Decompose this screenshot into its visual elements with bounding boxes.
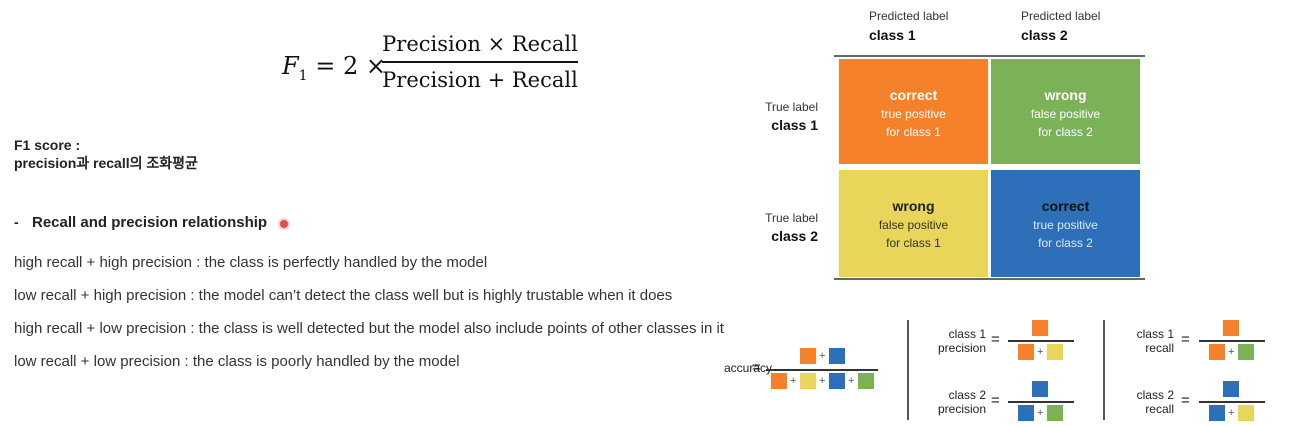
formula-f: F (282, 52, 299, 80)
cell-title: wrong (892, 198, 935, 214)
formula-numerator: Precision × Recall (382, 32, 578, 56)
equals-sign: = (1181, 331, 1190, 348)
yellow-square-icon (800, 373, 816, 389)
label-line: class 1 (948, 327, 986, 341)
blue-square-icon (829, 373, 845, 389)
equals-sign: = (991, 392, 1000, 409)
green-square-icon (858, 373, 874, 389)
formula-sub: 1 (298, 67, 308, 84)
green-square-icon (1238, 344, 1254, 360)
accuracy-label: accuracy (723, 361, 772, 375)
relationship-heading: Recall and precision relationship (32, 214, 268, 231)
relationship-line: high recall + low precision : the class … (14, 320, 724, 337)
f1-score-title: F1 score : (14, 137, 81, 153)
blue-square-icon (1223, 381, 1239, 397)
equals-sign: = (1181, 392, 1190, 409)
plus-sign: + (1228, 407, 1235, 419)
fraction-bar (1199, 401, 1265, 403)
cell-line: for class 2 (1038, 236, 1093, 250)
matrix-bottom-rule (834, 278, 1145, 280)
equals-sign: = (752, 359, 761, 376)
formula-eq: = 2 × (315, 52, 386, 80)
blue-square-icon (1209, 405, 1225, 421)
plus-sign: + (790, 375, 797, 387)
matrix-top-rule (834, 55, 1145, 57)
true-class-1: class 1 (771, 117, 818, 133)
cursor-pointer-icon (280, 220, 288, 228)
cell-true-positive-class-2: correct true positive for class 2 (991, 170, 1140, 277)
formula-denominator: Precision + Recall (382, 67, 578, 92)
formula-fraction: Precision × Recall Precision + Recall (382, 30, 578, 94)
plus-sign: + (819, 350, 826, 362)
cell-line: true positive (881, 107, 946, 121)
fraction-bar (1008, 340, 1074, 342)
plus-sign: + (848, 375, 855, 387)
fraction-bar (766, 369, 878, 371)
label-line: class 2 (948, 388, 986, 402)
cell-false-positive-class-1: wrong false positive for class 1 (839, 170, 988, 277)
predicted-class-2: class 2 (1021, 27, 1068, 43)
bullet-dash: - (14, 214, 19, 230)
separator (1103, 320, 1105, 420)
separator (907, 320, 909, 420)
relationship-line: high recall + high precision : the class… (14, 254, 488, 271)
blue-square-icon (1032, 381, 1048, 397)
orange-square-icon (1223, 320, 1239, 336)
formula-fraction-bar (382, 61, 578, 63)
orange-square-icon (1209, 344, 1225, 360)
label-line: class 2 (1136, 388, 1174, 402)
true-class-2: class 2 (771, 228, 818, 244)
blue-square-icon (829, 348, 845, 364)
cell-title: wrong (1044, 87, 1087, 103)
cell-line: false positive (878, 218, 949, 232)
yellow-square-icon (1047, 344, 1063, 360)
plus-sign: + (1228, 346, 1235, 358)
yellow-square-icon (1238, 405, 1254, 421)
plus-sign: + (1037, 407, 1044, 419)
predicted-label-1: Predicted label (869, 9, 949, 23)
orange-square-icon (1018, 344, 1034, 360)
cell-title: correct (889, 87, 938, 103)
label-line: class 1 (1136, 327, 1174, 341)
label-line: recall (1145, 402, 1174, 416)
plus-sign: + (1037, 346, 1044, 358)
label-line: recall (1145, 341, 1174, 355)
f1-score-subtitle: precision과 recall의 조화평균 (14, 155, 198, 171)
cell-line: false positive (1030, 107, 1101, 121)
cell-line: for class 2 (1038, 125, 1093, 139)
green-square-icon (1047, 405, 1063, 421)
relationship-line: low recall + low precision : the class i… (14, 353, 460, 370)
true-label-1: True label (765, 100, 818, 114)
cell-title: correct (1041, 198, 1090, 214)
orange-square-icon (771, 373, 787, 389)
formula-lhs: F1 = 2 × (282, 52, 386, 84)
cell-line: for class 1 (886, 125, 941, 139)
label-line: precision (937, 341, 986, 355)
predicted-class-1: class 1 (869, 27, 916, 43)
cell-true-positive-class-1: correct true positive for class 1 (839, 59, 988, 164)
equals-sign: = (991, 331, 1000, 348)
cell-false-positive-class-2: wrong false positive for class 2 (991, 59, 1140, 164)
orange-square-icon (800, 348, 816, 364)
relationship-line: low recall + high precision : the model … (14, 287, 673, 304)
orange-square-icon (1032, 320, 1048, 336)
fraction-bar (1008, 401, 1074, 403)
fraction-bar (1199, 340, 1265, 342)
f1-formula: F1 = 2 × Precision × Recall Precision + … (282, 30, 582, 100)
label-line: precision (937, 402, 986, 416)
cell-line: for class 1 (886, 236, 941, 250)
blue-square-icon (1018, 405, 1034, 421)
true-label-2: True label (765, 211, 818, 225)
predicted-label-2: Predicted label (1021, 9, 1101, 23)
cell-line: true positive (1033, 218, 1098, 232)
plus-sign: + (819, 375, 826, 387)
